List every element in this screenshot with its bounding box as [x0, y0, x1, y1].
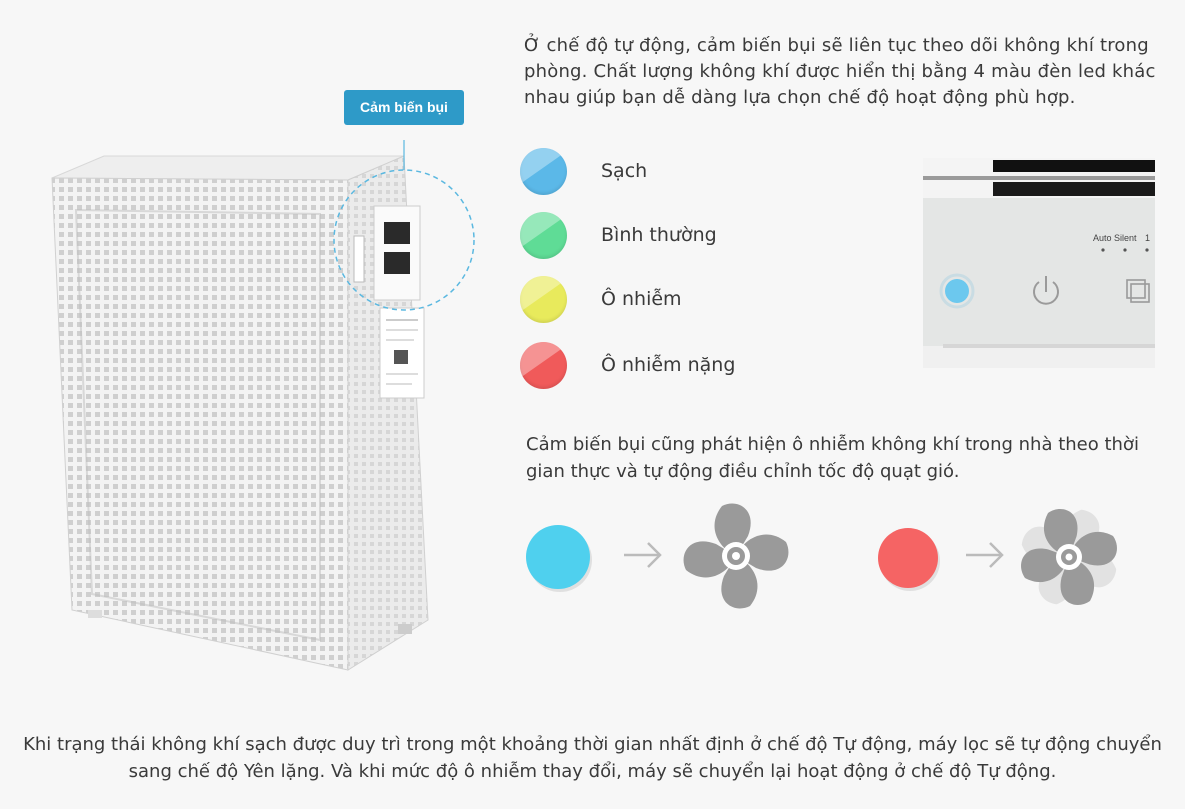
legend-item-heavily-polluted: Ô nhiễm nặng — [520, 340, 735, 390]
legend-label-clean: Sạch — [601, 160, 648, 182]
panel-mode-label: Auto Silent — [1093, 233, 1137, 243]
sensor-description: Cảm biến bụi cũng phát hiện ô nhiễm khôn… — [526, 434, 1139, 482]
panel-number-label: 1 — [1145, 233, 1150, 243]
power-icon — [1033, 276, 1059, 305]
arrow-right-icon — [966, 542, 1004, 568]
legend-item-polluted: Ô nhiễm — [520, 274, 682, 324]
normal-indicator-dot — [520, 211, 567, 259]
led-indicator-icon — [945, 279, 969, 303]
polluted-air-dot — [878, 528, 938, 588]
dust-sensor-callout: Cảm biến bụi — [344, 90, 464, 125]
clean-indicator-dot — [520, 147, 567, 195]
legend-item-normal: Bình thường — [520, 210, 717, 260]
mode-icon — [1126, 279, 1150, 303]
polluted-indicator-dot — [520, 275, 567, 323]
arrow-right-icon — [624, 542, 662, 568]
legend-item-clean: Sạch — [520, 146, 647, 196]
legend-label-heavily-polluted: Ô nhiễm nặng — [601, 354, 736, 376]
control-panel-closeup: Auto Silent 1 — [923, 158, 1155, 368]
heavily-polluted-indicator-dot — [520, 341, 567, 389]
air-purifier-image — [51, 140, 475, 671]
legend-label-polluted: Ô nhiễm — [601, 288, 682, 310]
footer-description: Khi trạng thái không khí sạch được duy t… — [23, 734, 1162, 782]
spinning-fan-icon — [1021, 509, 1117, 605]
clean-air-dot — [526, 525, 590, 589]
legend-label-normal: Bình thường — [601, 224, 717, 246]
fan-icon — [683, 503, 789, 609]
intro-text: Ở chế độ tự động, cảm biến bụi sẽ liên t… — [524, 35, 1156, 108]
